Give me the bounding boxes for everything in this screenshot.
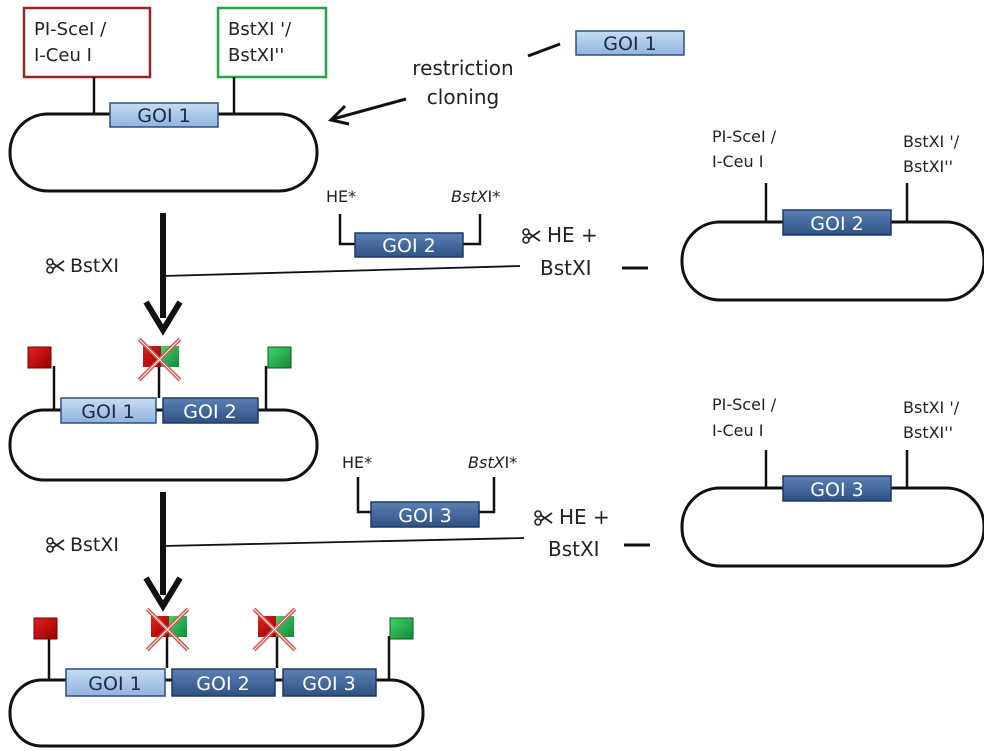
site-left-label-2: I-Ceu I: [34, 45, 92, 66]
step-1-cut-label: BstXI: [70, 255, 119, 277]
step-2-merge-line: [162, 537, 525, 547]
restriction-cloning: GOI 1 restriction cloning: [328, 30, 685, 126]
site-right-label-2: BstXI'': [228, 45, 284, 66]
site-right-frame: [216, 6, 328, 79]
goi-3-fragment-box: [370, 501, 480, 528]
green-flag-icon: [267, 346, 292, 369]
destroyed-site-icon: [252, 607, 297, 652]
result-goi-2: [171, 668, 276, 697]
cloning-arrow-head: [328, 104, 350, 126]
site-left-label-1: PI-SceI /: [34, 19, 107, 40]
result-vector-2: GOI 1 GOI 2 GOI 3: [8, 607, 425, 748]
goi-1-free-insert: [575, 30, 685, 56]
site-right-label-1: BstXI '/: [228, 19, 292, 40]
result-goi-3-label: GOI 3: [302, 673, 355, 695]
enzyme-label-2: BstXI: [548, 537, 600, 561]
donor-site-right-1: BstXI '/: [903, 398, 960, 417]
dash: [527, 42, 561, 58]
cloning-label: cloning: [427, 85, 499, 109]
donor-site-right-2: BstXI'': [903, 423, 953, 442]
result-vector-1: GOI 1 GOI 2: [8, 337, 319, 482]
donor-site-right-1: BstXI '/: [903, 132, 960, 151]
step-2: BstXI HE* BstXI* GOI 3 HE + BstXI PI-Sce…: [8, 395, 984, 748]
scissors-icon: [522, 228, 541, 244]
goi-3-donor-insert: [782, 475, 892, 502]
step-2-cut-label: BstXI: [70, 534, 119, 556]
result-goi-2-label: GOI 2: [196, 673, 249, 695]
result-goi-1: [60, 397, 157, 424]
result-goi-1: [65, 668, 166, 697]
fragment-right-label: BstXI*: [468, 453, 517, 472]
red-flag-icon: [33, 617, 58, 640]
green-flag-icon: [389, 617, 414, 640]
goi-2-fragment-label: GOI 2: [382, 235, 435, 257]
goi-1-insert-label: GOI 1: [137, 105, 190, 127]
fragment-right-label: BstXI*: [451, 187, 500, 206]
enzyme-label-1: HE +: [547, 223, 598, 247]
donor-site-left-1: PI-SceI /: [712, 127, 777, 146]
cloning-arrow: [332, 97, 407, 121]
result-goi-1-label: GOI 1: [81, 401, 134, 423]
result-goi-2-label: GOI 2: [183, 401, 236, 423]
goi-3-donor-insert-label: GOI 3: [810, 479, 863, 501]
goi-1-insert: [109, 102, 219, 128]
result-goi-1-label: GOI 1: [88, 673, 141, 695]
scissors-icon: [534, 510, 553, 526]
goi-3-fragment: HE* BstXI* GOI 3: [342, 453, 517, 528]
goi-2-fragment: HE* BstXI* GOI 2: [326, 187, 500, 258]
donor-site-left-2: I-Ceu I: [712, 152, 763, 171]
step-2-arrow-head: [143, 576, 183, 612]
donor-site-left-2: I-Ceu I: [712, 421, 763, 440]
donor-site-left-1: PI-SceI /: [712, 395, 777, 414]
goi-3-fragment-label: GOI 3: [398, 505, 451, 527]
step-1: BstXI HE* BstXI* GOI 2 HE + BstXI PI-Sce…: [8, 127, 984, 482]
donor-vector-goi-2: PI-SceI / I-Ceu I BstXI '/ BstXI'' GOI 2: [680, 127, 984, 302]
scissors-icon: [46, 258, 65, 274]
destroyed-site-icon: [137, 337, 182, 382]
restriction-label: restriction: [412, 56, 513, 80]
goi-1-free-insert-label: GOI 1: [603, 33, 656, 55]
result-goi-3: [282, 668, 377, 697]
site-left-frame: [22, 6, 152, 79]
destroyed-site-icon: [145, 607, 190, 652]
enzyme-label-2: BstXI: [540, 256, 592, 280]
step-1-arrow-head: [143, 300, 183, 336]
goi-2-donor-insert-label: GOI 2: [810, 213, 863, 235]
scissors-icon: [46, 537, 65, 553]
enzyme-label-1: HE +: [559, 505, 610, 529]
step-1-merge-line: [162, 265, 521, 277]
result-goi-2: [162, 397, 259, 424]
fragment-left-label: HE*: [342, 453, 372, 472]
goi-2-fragment-box: [354, 232, 464, 258]
donor-site-right-2: BstXI'': [903, 157, 953, 176]
red-flag-icon: [27, 346, 52, 369]
goi-2-donor-insert: [782, 209, 892, 236]
vector-1: PI-SceI / I-Ceu I BstXI '/ BstXI'' GOI 1: [8, 6, 328, 193]
donor-vector-goi-3: PI-SceI / I-Ceu I BstXI '/ BstXI'' GOI 3: [680, 395, 984, 568]
fragment-left-label: HE*: [326, 187, 356, 206]
